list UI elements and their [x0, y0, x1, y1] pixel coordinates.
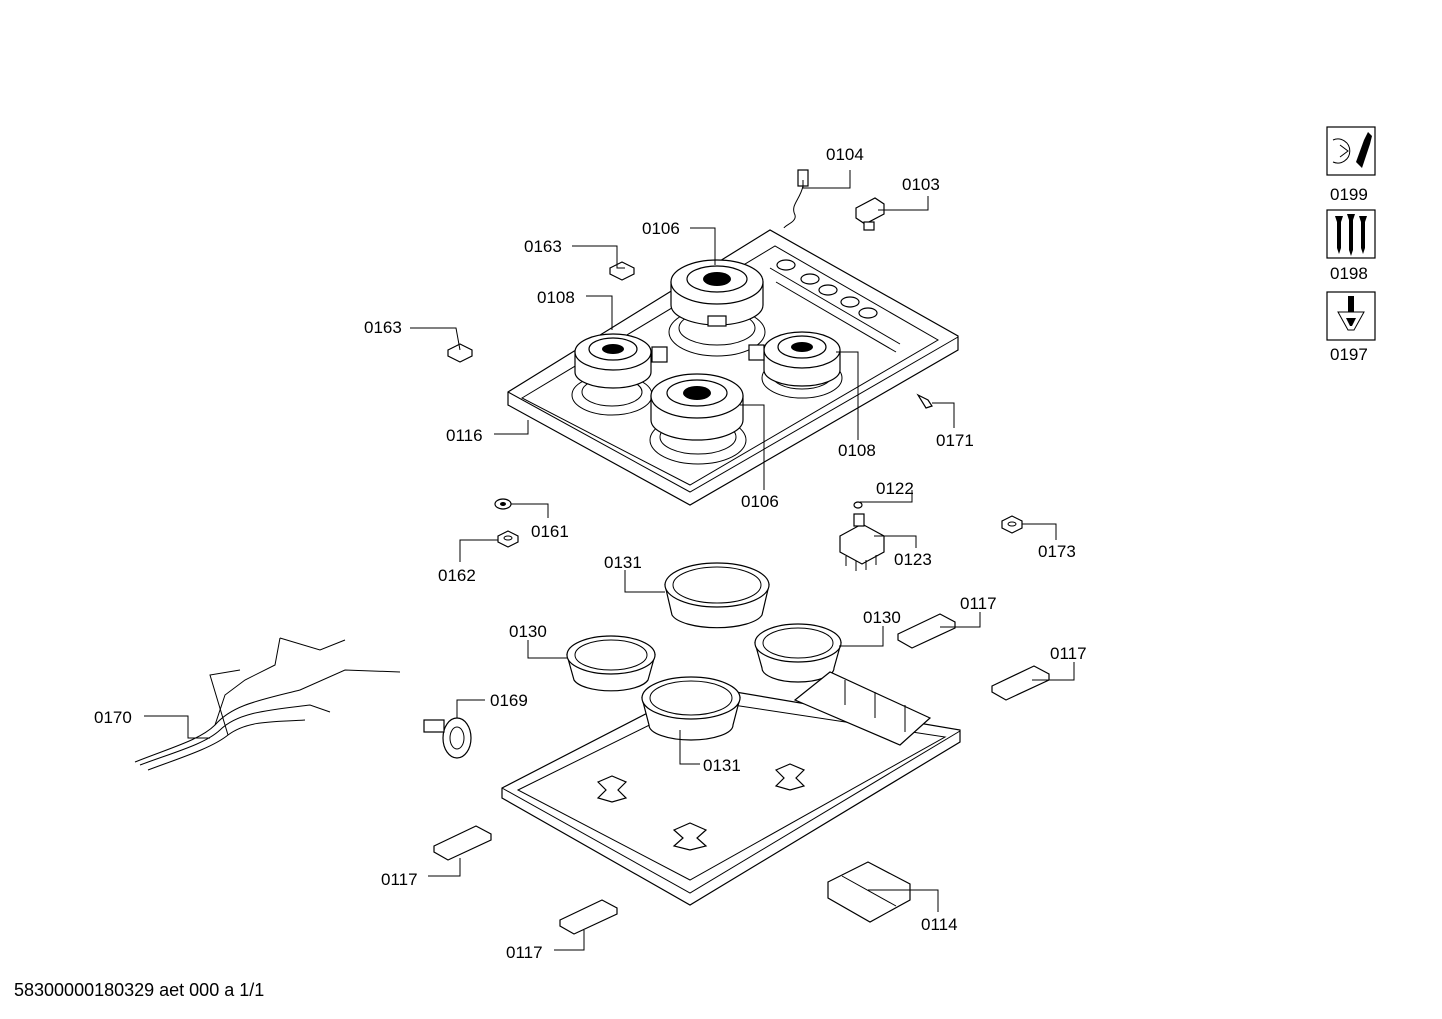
clip-part-left	[447, 343, 473, 363]
label-0106-lower: 0106	[741, 492, 779, 511]
cap-part	[853, 501, 863, 509]
leader-lines	[144, 170, 1075, 951]
document-id: 58300000180329 aet 000 a 1/1	[14, 980, 265, 1000]
grease-label: 0197	[1330, 345, 1368, 364]
label-0171: 0171	[936, 431, 974, 450]
label-0108-upper: 0108	[537, 288, 575, 307]
burner-small-left	[574, 333, 668, 389]
base-tray	[501, 671, 961, 906]
label-0170: 0170	[94, 708, 132, 727]
burner-cup-right	[754, 623, 842, 683]
tool-label: 0199	[1330, 185, 1368, 204]
label-0163-upper: 0163	[524, 237, 562, 256]
control-knob-part	[855, 197, 885, 231]
label-0162: 0162	[438, 566, 476, 585]
switch-part	[839, 513, 885, 571]
spark-plug-part	[783, 169, 809, 229]
label-0106-upper: 0106	[642, 219, 680, 238]
label-0108-lower: 0108	[838, 441, 876, 460]
screw-part	[916, 393, 933, 409]
nut-part-right	[1001, 515, 1023, 534]
label-0163-lower: 0163	[364, 318, 402, 337]
label-0130-right: 0130	[863, 608, 901, 627]
label-0173: 0173	[1038, 542, 1076, 561]
clip-part-upper	[609, 261, 635, 281]
rail-part	[827, 861, 911, 923]
cooktop-panel	[507, 229, 959, 506]
label-0130-left: 0130	[509, 622, 547, 641]
bracket-part-d	[559, 899, 618, 935]
label-0123: 0123	[894, 550, 932, 569]
burner-cup-front	[641, 676, 741, 741]
knob-holes	[776, 259, 878, 319]
wiring-harness	[134, 637, 401, 771]
label-0122: 0122	[876, 479, 914, 498]
label-0104: 0104	[826, 145, 864, 164]
label-0116: 0116	[446, 426, 483, 445]
label-0117-d: 0117	[506, 943, 543, 962]
label-0103: 0103	[902, 175, 940, 194]
grease-icon[interactable]	[1326, 291, 1376, 341]
nut-part-left	[497, 530, 519, 548]
label-0131-upper: 0131	[604, 553, 642, 572]
burner-large-rear	[670, 259, 764, 327]
label-0169: 0169	[490, 691, 528, 710]
wrench-icon[interactable]	[1326, 126, 1376, 176]
bracket-part-c	[433, 825, 492, 861]
label-0161: 0161	[531, 522, 569, 541]
screws-icon[interactable]	[1326, 209, 1376, 259]
label-0114: 0114	[921, 915, 958, 934]
burner-small-right	[748, 331, 841, 387]
washer-part	[494, 498, 512, 510]
label-0117-a: 0117	[960, 594, 997, 613]
screws-label: 0198	[1330, 264, 1368, 283]
bracket-part-b	[991, 665, 1050, 701]
igniter-part	[423, 717, 472, 759]
burner-cup-rear	[664, 562, 770, 629]
label-0117-c: 0117	[381, 870, 418, 889]
burner-large-front	[650, 373, 744, 441]
bracket-part-a	[897, 613, 956, 649]
label-0131-lower: 0131	[703, 756, 741, 775]
burner-cup-left	[566, 635, 656, 692]
label-0117-b: 0117	[1050, 644, 1087, 663]
